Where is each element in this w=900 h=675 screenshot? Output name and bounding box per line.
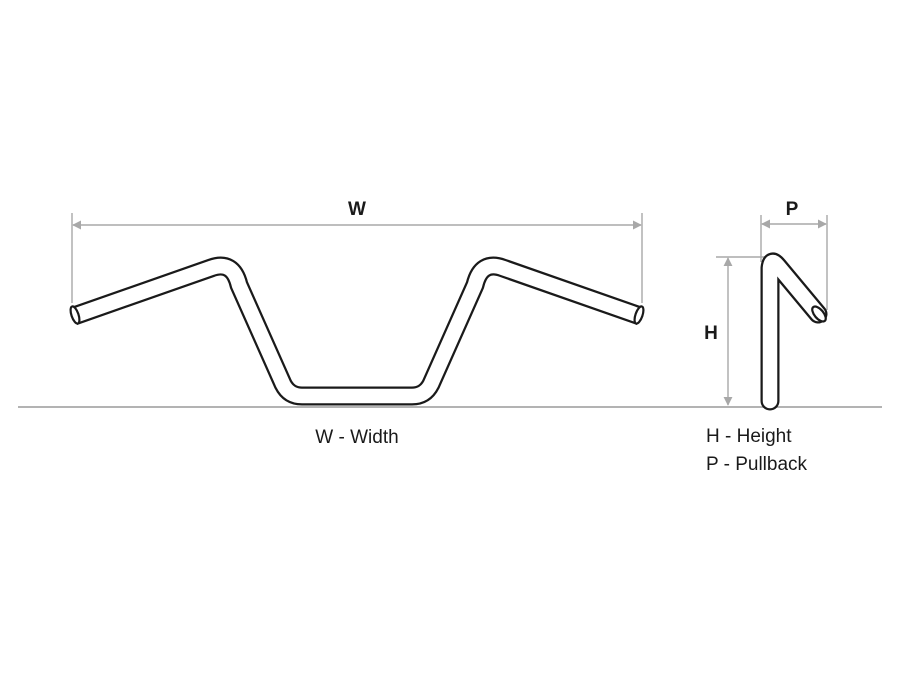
width-dimension: W xyxy=(71,199,643,303)
legend-pullback: P - Pullback xyxy=(706,454,808,475)
height-dimension: H xyxy=(704,256,772,406)
legend-height: H - Height xyxy=(706,426,792,447)
handlebar-left-end xyxy=(69,305,81,325)
width-letter: W xyxy=(348,199,366,220)
pullback-letter: P xyxy=(786,199,799,220)
handlebar-front-view xyxy=(69,256,645,406)
pullback-dimension: P xyxy=(760,199,828,310)
handlebar-side-end xyxy=(811,305,827,323)
handlebar-side-view xyxy=(760,252,828,411)
height-letter: H xyxy=(704,323,718,344)
legend-width: W - Width xyxy=(315,427,398,448)
handlebar-side-fill xyxy=(762,254,826,409)
handlebar-right-end xyxy=(633,305,645,325)
handlebar-front-fill xyxy=(71,258,643,404)
